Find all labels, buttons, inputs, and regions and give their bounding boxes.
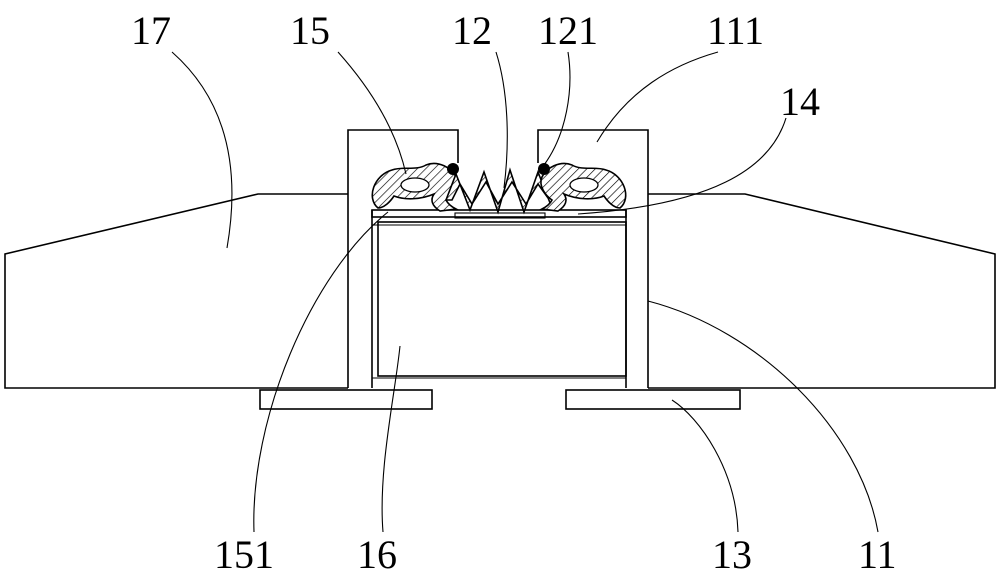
sealing-strip <box>372 163 625 212</box>
label-121: 121 <box>538 8 598 53</box>
slab-right <box>648 194 995 388</box>
marker-dot-left <box>447 163 459 175</box>
filler-block <box>378 222 626 376</box>
label-16: 16 <box>357 532 397 577</box>
leader-11 <box>648 301 878 532</box>
leader-121 <box>544 52 570 165</box>
leader-16 <box>382 346 400 532</box>
flange-left <box>260 390 432 409</box>
leader-151 <box>254 212 388 532</box>
slab-left <box>5 194 348 388</box>
label-13: 13 <box>712 532 752 577</box>
leader-12 <box>496 52 507 188</box>
label-14: 14 <box>780 79 820 124</box>
leader-13 <box>672 400 738 532</box>
flange-right <box>566 390 740 409</box>
label-15: 15 <box>290 8 330 53</box>
label-11: 11 <box>858 532 897 577</box>
label-151: 151 <box>214 532 274 577</box>
label-12: 12 <box>452 8 492 53</box>
leader-17 <box>172 52 232 248</box>
label-17: 17 <box>131 8 171 53</box>
label-111: 111 <box>707 8 764 53</box>
leader-111 <box>597 52 718 142</box>
